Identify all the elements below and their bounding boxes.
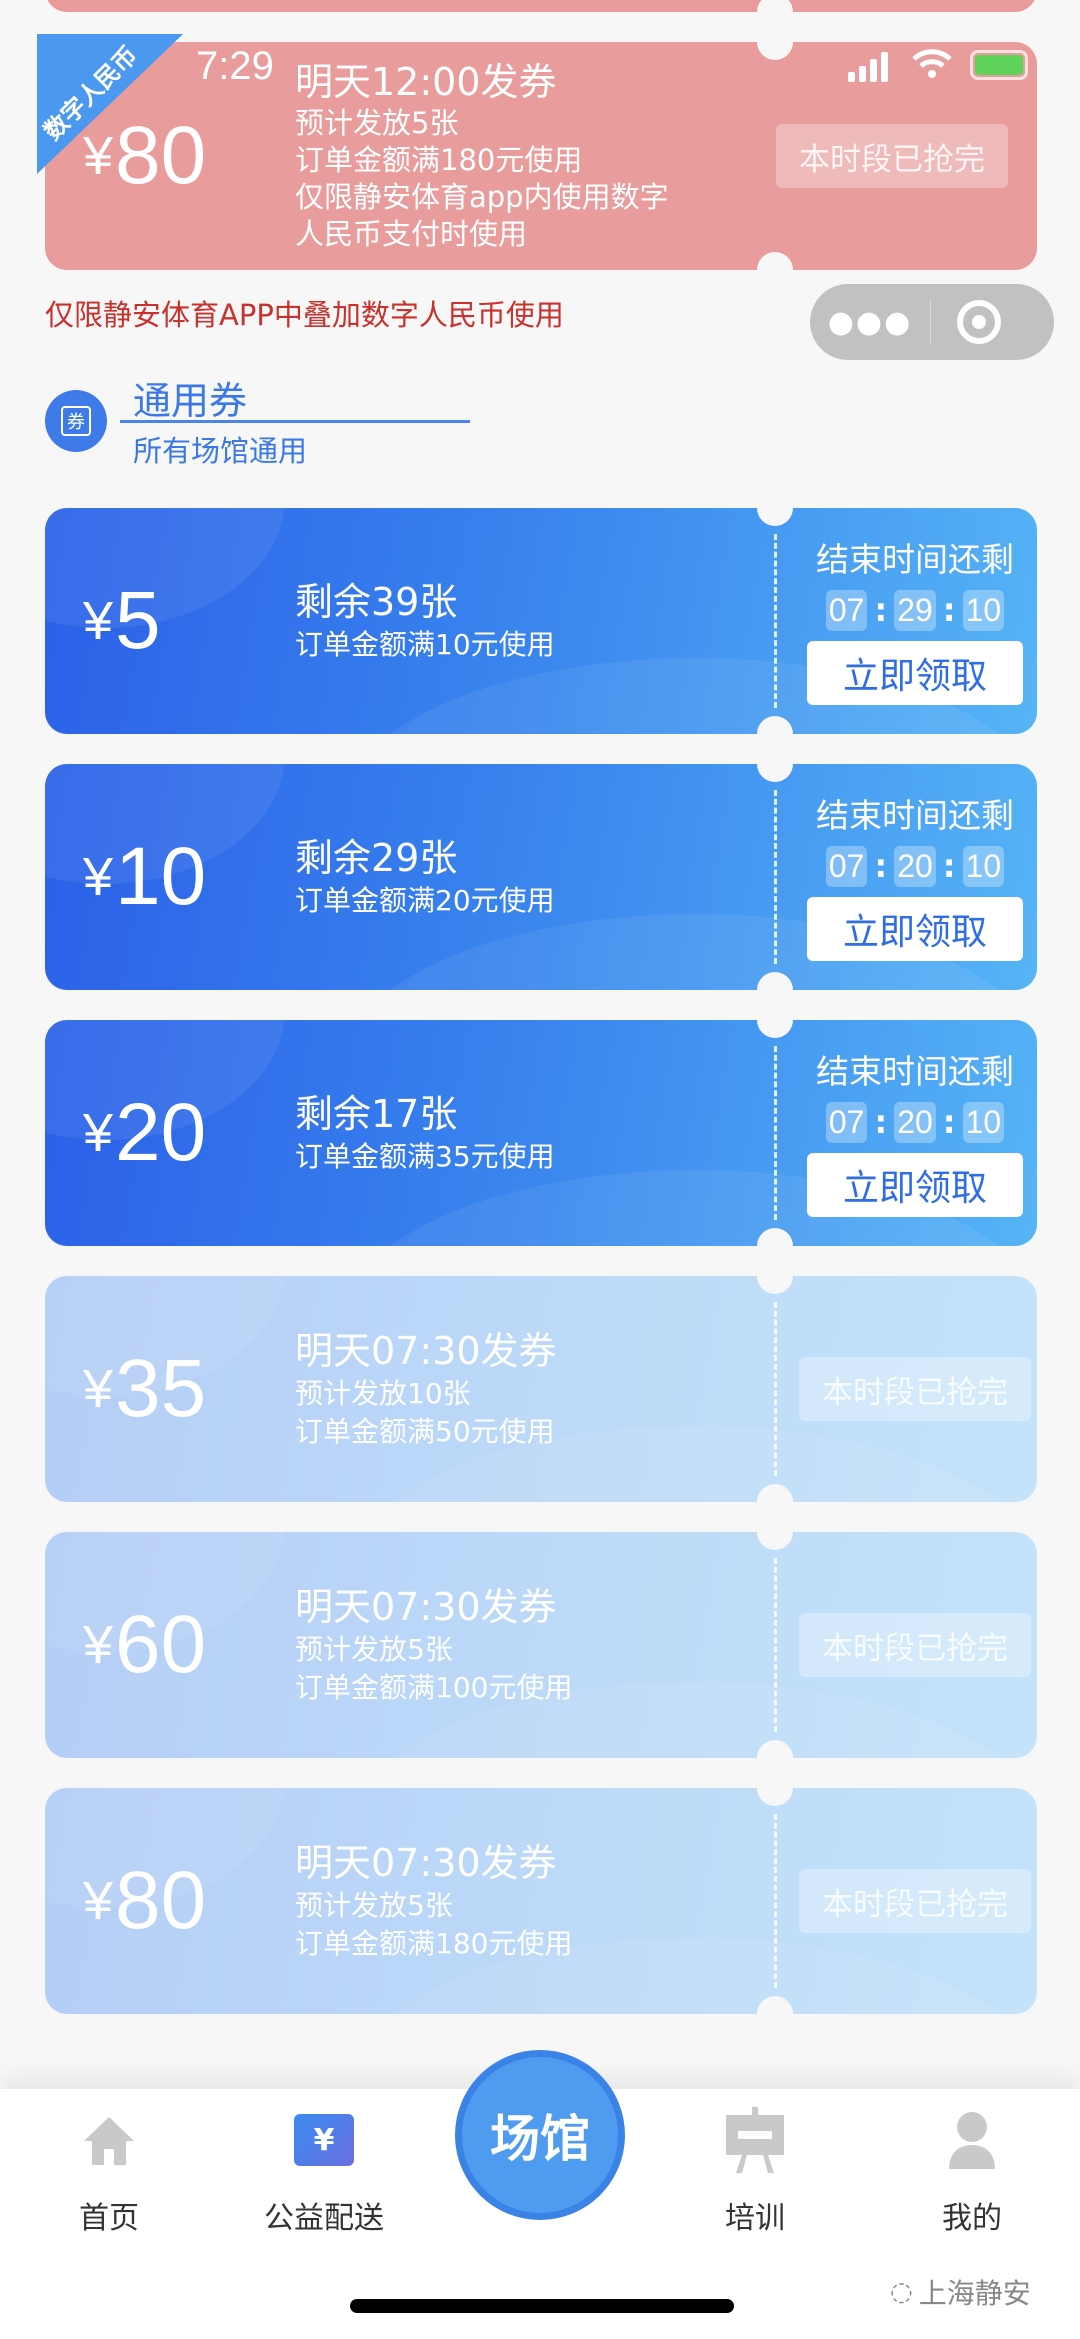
digital-rmb-coupon: ¥80 明天12:00发券 预计发放5张 订单金额满180元使用 仅限静安体育a… (45, 42, 1037, 270)
digital-rmb-note: 仅限静安体育APP中叠加数字人民币使用 (45, 298, 564, 332)
coupon-detail: 预计发放5张 (295, 1889, 453, 1922)
coupon-title: 明天07:30发券 (295, 1841, 557, 1885)
dashed-divider (774, 1302, 777, 1476)
tab-mine[interactable]: 我的 (872, 2105, 1072, 2237)
coupon-title: 剩余29张 (295, 836, 458, 880)
wifi-icon (912, 48, 952, 89)
user-icon (872, 2105, 1072, 2175)
coupon-detail: 订单金额满10元使用 (295, 628, 555, 661)
status-time: 7:29 (196, 44, 274, 88)
easel-icon (655, 2105, 855, 2175)
claim-button[interactable]: 立即领取 (807, 896, 1023, 961)
partial-coupon (45, 0, 1037, 12)
section-underline (120, 420, 470, 423)
claim-button[interactable]: 立即领取 (807, 640, 1023, 705)
coupon-title: 剩余39张 (295, 580, 458, 624)
home-indicator[interactable] (350, 2299, 734, 2313)
digital-rmb-badge: 数字人民币 (37, 34, 183, 174)
coupon-card: ¥10 剩余29张订单金额满20元使用 结束时间还剩 07:20:10 立即领取 (45, 764, 1037, 990)
tab-venue[interactable]: 场馆 (455, 2050, 625, 2220)
coupon-detail: 预计发放5张 (295, 1633, 453, 1666)
dashed-divider (774, 790, 777, 964)
coupon-card: ¥35 明天07:30发券预计发放10张订单金额满50元使用 本时段已抢完 (45, 1276, 1037, 1502)
coupon-amount: ¥60 (83, 1599, 207, 1690)
coupon-title: 明天07:30发券 (295, 1329, 557, 1373)
sold-out-label: 本时段已抢完 (776, 124, 1008, 188)
sold-out-label: 本时段已抢完 (799, 1613, 1031, 1677)
countdown-label: 结束时间还剩 (816, 539, 1014, 579)
countdown-label: 结束时间还剩 (816, 795, 1014, 835)
coupon-title: 明天12:00发券 (295, 60, 557, 104)
coupon-amount: ¥80 (83, 1855, 207, 1946)
section-title: 通用券 (133, 379, 248, 423)
coupon-detail: 订单金额满100元使用 (295, 1671, 573, 1704)
more-icon[interactable]: ●●● (827, 304, 913, 340)
coupon-card: ¥80 明天07:30发券预计发放5张订单金额满180元使用 本时段已抢完 (45, 1788, 1037, 2014)
tab-home[interactable]: 首页 (9, 2105, 209, 2237)
coupon-detail: 订单金额满35元使用 (295, 1140, 555, 1173)
countdown-timer: 07:20:10 (825, 1101, 1005, 1143)
countdown-timer: 07:29:10 (825, 589, 1005, 631)
countdown-label: 结束时间还剩 (816, 1051, 1014, 1091)
coupon-detail: 预计发放10张 (295, 1377, 471, 1410)
sold-out-label: 本时段已抢完 (799, 1869, 1031, 1933)
dashed-divider (774, 534, 777, 708)
countdown-timer: 07:20:10 (825, 845, 1005, 887)
coupon-detail: 订单金额满180元使用 (295, 1927, 573, 1960)
coupon-card: ¥5 剩余39张订单金额满10元使用 结束时间还剩 07:29:10 立即领取 (45, 508, 1037, 734)
dashed-divider (774, 1046, 777, 1220)
coupon-amount: ¥10 (83, 831, 207, 922)
claim-button[interactable]: 立即领取 (807, 1152, 1023, 1217)
tab-welfare-delivery[interactable]: ¥ 公益配送 (224, 2105, 424, 2237)
home-icon (9, 2105, 209, 2175)
sold-out-label: 本时段已抢完 (799, 1357, 1031, 1421)
coupon-card: ¥20 剩余17张订单金额满35元使用 结束时间还剩 07:20:10 立即领取 (45, 1020, 1037, 1246)
section-subtitle: 所有场馆通用 (133, 434, 308, 468)
close-miniprogram-icon[interactable] (931, 300, 1027, 344)
watermark: ◌上海静安 (890, 2277, 1031, 2310)
coupon-title: 剩余17张 (295, 1092, 458, 1136)
dashed-divider (774, 1558, 777, 1732)
signal-icon (848, 50, 888, 82)
tab-training[interactable]: 培训 (655, 2105, 855, 2237)
coupon-amount: ¥35 (83, 1343, 207, 1434)
coupon-amount: ¥20 (83, 1087, 207, 1178)
coupon-yuan-icon: ¥ (224, 2105, 424, 2175)
coupon-card: ¥60 明天07:30发券预计发放5张订单金额满100元使用 本时段已抢完 (45, 1532, 1037, 1758)
wechat-icon: ◌ (890, 2277, 913, 2307)
coupon-detail: 订单金额满50元使用 (295, 1415, 555, 1448)
coupon-detail: 订单金额满20元使用 (295, 884, 555, 917)
miniprogram-capsule[interactable]: ●●● (810, 284, 1054, 360)
battery-icon (970, 50, 1028, 80)
dashed-divider (774, 1814, 777, 1988)
coupon-section-icon: 券 (45, 390, 107, 452)
coupon-amount: ¥5 (83, 575, 161, 666)
coupon-title: 明天07:30发券 (295, 1585, 557, 1629)
